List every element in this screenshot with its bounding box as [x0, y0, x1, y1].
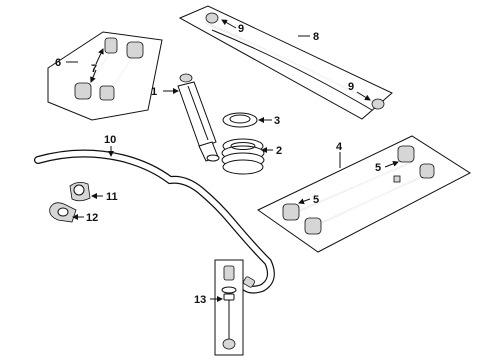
- coil-spring: [221, 138, 265, 175]
- callout-7: 7: [91, 63, 97, 75]
- lateral-rod-panel: [178, 5, 393, 120]
- upper-arm-link-right: [99, 41, 144, 101]
- callout-9-lower: 9: [348, 81, 354, 93]
- stabilizer-bar: [34, 149, 275, 294]
- stabilizer-link-panel: [214, 259, 244, 356]
- lower-arm-panel: [257, 135, 471, 253]
- callout-1: 1: [151, 86, 157, 98]
- leader-lines: [66, 19, 399, 302]
- stabilizer-link: [221, 265, 237, 350]
- callout-5-upper: 5: [375, 162, 381, 174]
- upper-arm-panel: [47, 31, 163, 121]
- callout-2: 2: [276, 145, 282, 157]
- callout-8: 8: [313, 31, 319, 43]
- callout-9-upper: 9: [238, 23, 244, 35]
- callout-4: 4: [336, 141, 343, 153]
- callout-6: 6: [55, 57, 61, 69]
- lateral-rod: [205, 12, 385, 111]
- callout-11: 11: [106, 191, 118, 203]
- callout-5-lower: 5: [313, 194, 319, 206]
- spring-insulator: [222, 112, 258, 128]
- shock-absorber: [177, 73, 220, 162]
- callout-3: 3: [274, 115, 280, 127]
- stabilizer-bushing: [69, 182, 91, 202]
- lower-arm: [282, 145, 435, 235]
- callout-12: 12: [86, 212, 98, 224]
- callout-13: 13: [194, 294, 206, 306]
- stabilizer-bracket: [49, 202, 77, 223]
- callout-10: 10: [104, 134, 116, 146]
- upper-arm-link-left: [74, 37, 118, 100]
